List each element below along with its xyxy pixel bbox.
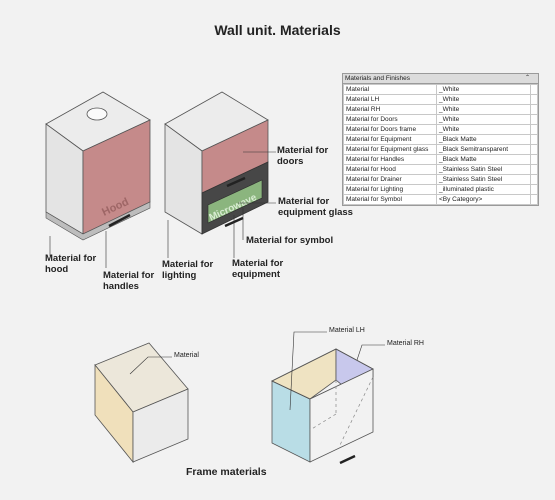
property-browse-cell[interactable]: [530, 184, 538, 195]
property-value[interactable]: <By Category>: [436, 194, 531, 205]
label-equipment: Material for equipment: [232, 258, 284, 280]
collapse-chevron-icon[interactable]: ⌃: [524, 75, 530, 81]
table-row[interactable]: Material for Hood_Stainless Satin Steel: [343, 164, 538, 175]
table-row[interactable]: Material LH_White: [343, 94, 538, 105]
table-row[interactable]: Material for Equipment_Black Matte: [343, 134, 538, 145]
label-doors: Material for doors: [277, 145, 329, 167]
table-row[interactable]: Material for Doors frame_White: [343, 124, 538, 135]
table-row[interactable]: Material for Equipment glass_Black Semit…: [343, 144, 538, 155]
leader-material-lh: [289, 331, 327, 411]
property-browse-cell[interactable]: [530, 94, 538, 105]
property-value[interactable]: _White: [436, 84, 531, 95]
property-value[interactable]: _Black Matte: [436, 154, 531, 165]
property-name: Material for Lighting: [343, 184, 437, 195]
hood-bottom-strip: [45, 201, 151, 241]
property-browse-cell[interactable]: [530, 144, 538, 155]
property-browse-cell[interactable]: [530, 164, 538, 175]
property-name: Material LH: [343, 94, 437, 105]
table-row[interactable]: Material for Drainer_Stainless Satin Ste…: [343, 174, 538, 185]
frame-front-panel: [309, 368, 374, 463]
label-frame-material-rh: Material RH: [387, 340, 424, 347]
property-browse-cell[interactable]: [530, 104, 538, 115]
property-name: Material for Symbol: [343, 194, 437, 205]
property-value[interactable]: _White: [436, 94, 531, 105]
property-browse-cell[interactable]: [530, 194, 538, 205]
label-symbol: Material for symbol: [246, 235, 334, 246]
frame-single-material: [94, 342, 189, 464]
property-value[interactable]: _Black Semitransparent: [436, 144, 531, 155]
property-name: Material for Doors frame: [343, 124, 437, 135]
properties-group-title: Materials and Finishes: [345, 75, 411, 82]
property-value[interactable]: _White: [436, 114, 531, 125]
table-row[interactable]: Material for Symbol<By Category>: [343, 194, 538, 205]
property-value[interactable]: _Stainless Satin Steel: [436, 174, 531, 185]
frame-lh-rh: [271, 331, 385, 465]
label-handles: Material for handles: [103, 270, 155, 292]
property-browse-cell[interactable]: [530, 114, 538, 125]
hood-handle: [108, 213, 131, 228]
table-row[interactable]: Material RH_White: [343, 104, 538, 115]
label-frame-material: Material: [174, 352, 199, 359]
microwave-cabinet: Microwave: [164, 91, 276, 258]
property-name: Material for Drainer: [343, 174, 437, 185]
table-row[interactable]: Material for Doors_White: [343, 114, 538, 125]
property-name: Material for Hood: [343, 164, 437, 175]
label-hood: Material for hood: [45, 253, 97, 275]
property-value[interactable]: _White: [436, 124, 531, 135]
label-equipment-glass: Material for equipment glass: [278, 196, 353, 218]
property-browse-cell[interactable]: [530, 84, 538, 95]
frame-single-front: [132, 388, 189, 463]
property-browse-cell[interactable]: [530, 174, 538, 185]
microwave-glass: [207, 179, 263, 224]
frame-handle: [339, 454, 356, 465]
table-row[interactable]: Material for Lighting_illuminated plasti…: [343, 184, 538, 195]
properties-group-header[interactable]: Materials and Finishes ⌃: [343, 74, 538, 84]
leader-material-rh: [356, 344, 385, 361]
microwave-top-handle: [226, 176, 246, 188]
frame-materials-caption: Frame materials: [186, 466, 267, 478]
property-name: Material for Equipment: [343, 134, 437, 145]
property-browse-cell[interactable]: [530, 154, 538, 165]
table-row[interactable]: Material_White: [343, 84, 538, 95]
label-lighting: Material for lighting: [162, 259, 214, 281]
property-name: Material RH: [343, 104, 437, 115]
property-name: Material for Handles: [343, 154, 437, 165]
leader-frame-material: [129, 356, 172, 375]
table-row[interactable]: Material for Handles_Black Matte: [343, 154, 538, 165]
frame-hidden-edge-3: [339, 376, 374, 446]
label-frame-material-lh: Material LH: [329, 327, 365, 334]
property-value[interactable]: _Stainless Satin Steel: [436, 164, 531, 175]
property-browse-cell[interactable]: [530, 124, 538, 135]
property-value[interactable]: _illuminated plastic: [436, 184, 531, 195]
property-name: Material for Doors: [343, 114, 437, 125]
property-name: Material: [343, 84, 437, 95]
property-value[interactable]: _White: [436, 104, 531, 115]
page-title: Wall unit. Materials: [214, 22, 341, 38]
property-value[interactable]: _Black Matte: [436, 134, 531, 145]
property-name: Material for Equipment glass: [343, 144, 437, 155]
property-browse-cell[interactable]: [530, 134, 538, 145]
hood-cabinet: Hood: [45, 91, 151, 268]
frame-hidden-edge-2: [309, 413, 337, 431]
hood-vent-opening: [86, 107, 108, 121]
